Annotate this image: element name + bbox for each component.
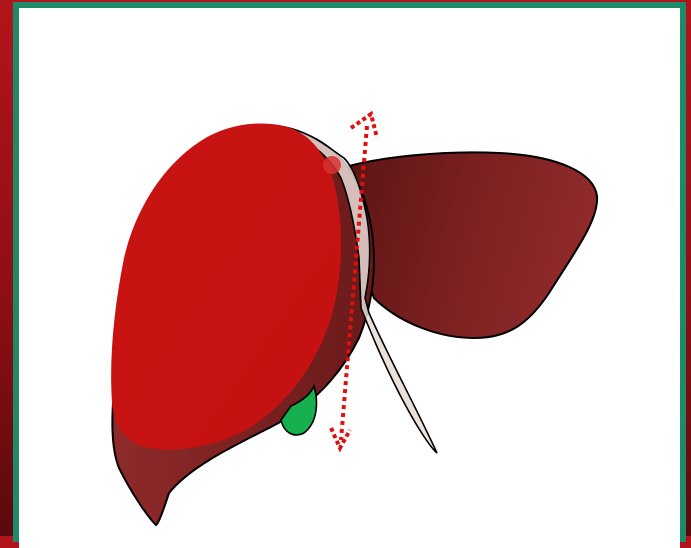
liver-illustration <box>19 8 680 536</box>
hepatic-node <box>323 156 341 174</box>
diagram-panel <box>19 8 680 548</box>
slide-frame <box>0 0 691 536</box>
left-lobe <box>349 152 597 338</box>
